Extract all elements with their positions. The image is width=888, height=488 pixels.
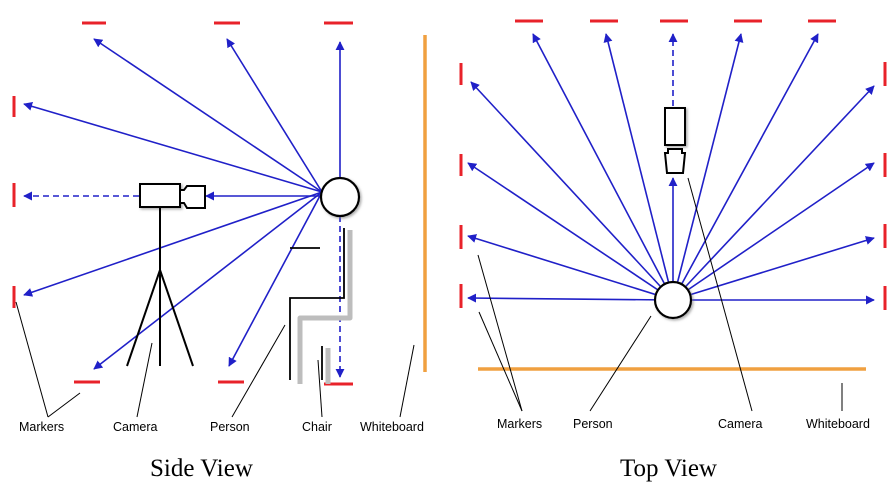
top-sight-line (603, 33, 674, 301)
top-sight-line (467, 162, 674, 301)
top-markers (459, 19, 887, 310)
top-label-camera: Camera (718, 417, 763, 431)
side-chair (289, 228, 353, 384)
top-sight-line (672, 33, 744, 301)
top-sight-line (672, 236, 875, 301)
top-label-markers: Markers (497, 417, 542, 431)
side-sight-lines (23, 38, 345, 378)
top-sight-line (532, 33, 674, 301)
side-view-panel: Markers Camera Person Chair Whiteboard S… (12, 21, 427, 482)
top-view-panel: Markers Person Camera Whiteboard Top Vie… (459, 19, 887, 482)
top-camera (663, 107, 687, 174)
side-sight-line (23, 101, 323, 193)
side-label-markers: Markers (19, 420, 64, 434)
top-leader-lines (477, 177, 843, 412)
top-sight-line (467, 234, 674, 301)
side-person (319, 176, 361, 218)
top-sight-line (470, 81, 674, 301)
top-sight-line (672, 33, 819, 301)
side-camera (126, 183, 206, 367)
side-sight-line (93, 38, 323, 193)
top-person (653, 280, 693, 320)
side-leader-lines (15, 301, 415, 418)
top-sight-lines (467, 33, 875, 305)
side-sight-line (23, 191, 323, 297)
side-view-caption: Side View (150, 455, 253, 482)
side-sight-line (226, 38, 323, 193)
side-label-person: Person (210, 420, 250, 434)
side-markers (12, 21, 353, 386)
top-sight-line (467, 293, 674, 303)
side-sight-line (228, 191, 323, 367)
side-sight-line (93, 191, 323, 370)
side-label-chair: Chair (302, 420, 332, 434)
top-label-whiteboard: Whiteboard (806, 417, 870, 431)
top-label-person: Person (573, 417, 613, 431)
top-view-caption: Top View (620, 455, 717, 482)
side-label-whiteboard: Whiteboard (360, 420, 424, 434)
top-sight-line (672, 85, 875, 301)
side-label-camera: Camera (113, 420, 158, 434)
top-sight-line (672, 162, 875, 301)
